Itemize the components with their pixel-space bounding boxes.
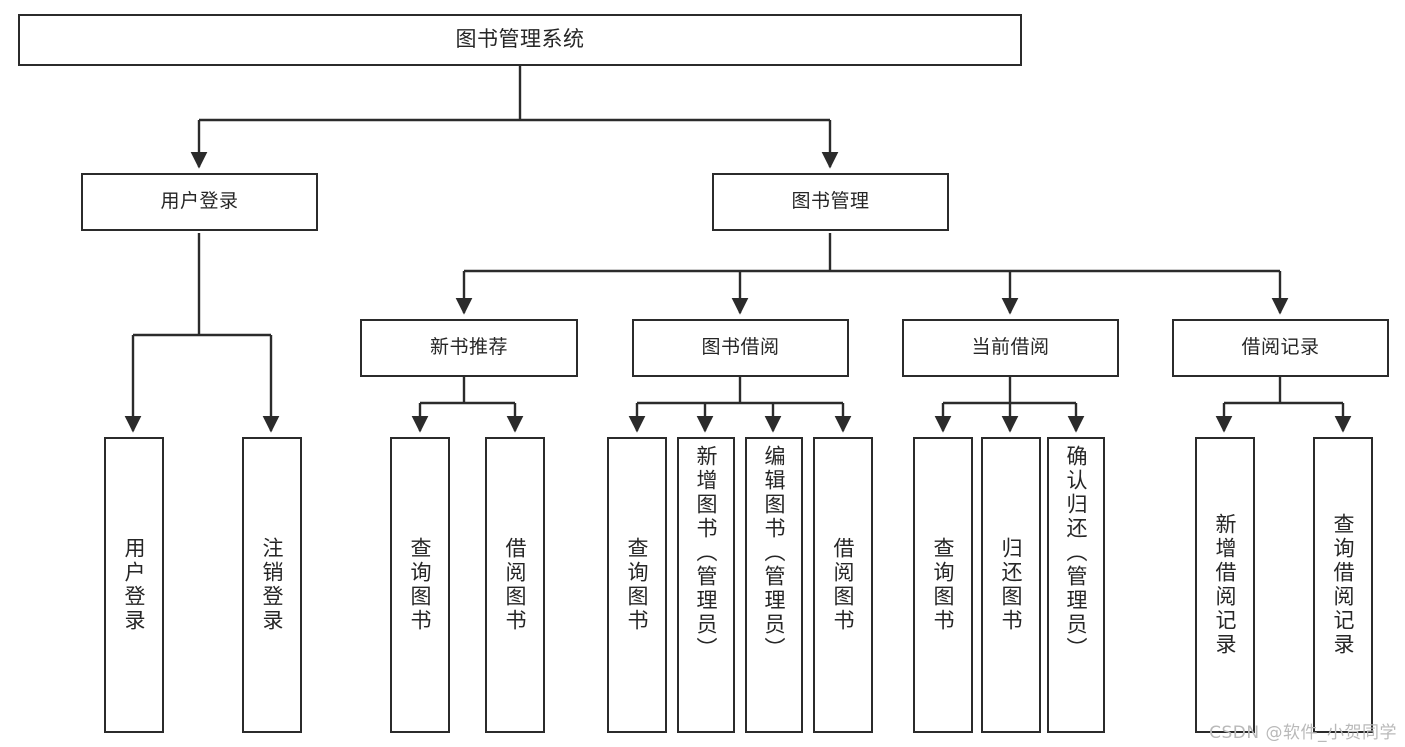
- node-label: 图书管理: [791, 190, 870, 213]
- node-label: 查询图书: [931, 537, 956, 633]
- node-leaf-user-login[interactable]: 用户登录: [104, 437, 164, 733]
- node-book-borrow[interactable]: 图书借阅: [632, 319, 849, 377]
- node-label: 用户登录: [160, 190, 239, 213]
- node-label: 注销登录: [260, 537, 285, 633]
- node-label: 借阅图书: [831, 537, 856, 633]
- node-leaf-edit-book[interactable]: 编辑图书（管理员）: [745, 437, 803, 733]
- watermark-text: CSDN @软件_小贺同学: [1209, 723, 1397, 743]
- node-book-manage[interactable]: 图书管理: [712, 173, 949, 231]
- node-user-login[interactable]: 用户登录: [81, 173, 318, 231]
- node-borrow-record[interactable]: 借阅记录: [1172, 319, 1389, 377]
- node-leaf-logout-login[interactable]: 注销登录: [242, 437, 302, 733]
- node-label: 新增借阅记录: [1213, 513, 1238, 657]
- node-label: 图书管理系统: [455, 27, 585, 52]
- node-label: 确认归还（管理员）: [1064, 445, 1089, 661]
- node-label: 新增图书（管理员）: [694, 445, 719, 661]
- node-label: 用户登录: [122, 537, 147, 633]
- node-leaf-borrow-book-2[interactable]: 借阅图书: [813, 437, 873, 733]
- node-root-system[interactable]: 图书管理系统: [18, 14, 1022, 66]
- node-label: 归还图书: [999, 537, 1024, 633]
- node-leaf-query-book-1[interactable]: 查询图书: [390, 437, 450, 733]
- node-label: 查询图书: [625, 537, 650, 633]
- node-label: 查询借阅记录: [1331, 513, 1356, 657]
- node-current-borrow[interactable]: 当前借阅: [902, 319, 1119, 377]
- node-label: 编辑图书（管理员）: [762, 445, 787, 661]
- node-leaf-add-record[interactable]: 新增借阅记录: [1195, 437, 1255, 733]
- node-new-book-recommend[interactable]: 新书推荐: [360, 319, 578, 377]
- node-label: 图书借阅: [701, 336, 780, 359]
- node-label: 当前借阅: [971, 336, 1050, 359]
- node-leaf-confirm-return[interactable]: 确认归还（管理员）: [1047, 437, 1105, 733]
- node-leaf-query-book-3[interactable]: 查询图书: [913, 437, 973, 733]
- node-leaf-add-book[interactable]: 新增图书（管理员）: [677, 437, 735, 733]
- node-label: 查询图书: [408, 537, 433, 633]
- node-label: 新书推荐: [429, 336, 508, 359]
- node-leaf-return-book[interactable]: 归还图书: [981, 437, 1041, 733]
- node-label: 借阅图书: [503, 537, 528, 633]
- node-leaf-borrow-book-1[interactable]: 借阅图书: [485, 437, 545, 733]
- node-leaf-query-record[interactable]: 查询借阅记录: [1313, 437, 1373, 733]
- node-label: 借阅记录: [1241, 336, 1320, 359]
- node-leaf-query-book-2[interactable]: 查询图书: [607, 437, 667, 733]
